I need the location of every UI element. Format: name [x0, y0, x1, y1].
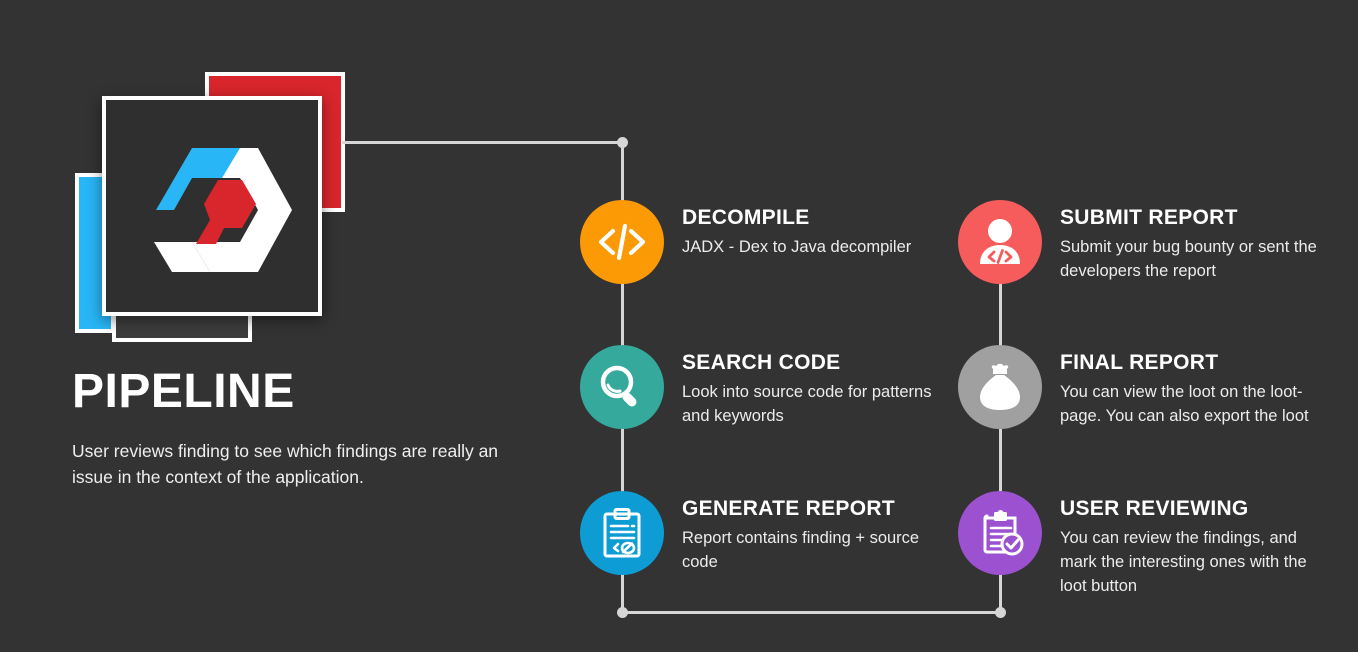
- connector-bottom-horizontal: [621, 611, 1003, 614]
- decompile-text: DECOMPILE JADX - Dex to Java decompiler: [682, 206, 942, 260]
- search-code-text: SEARCH CODE Look into source code for pa…: [682, 351, 942, 429]
- code-brackets-icon: [598, 223, 646, 261]
- connector-submit-final: [999, 276, 1002, 346]
- logo-card-main: [102, 96, 322, 316]
- connector-search-generate: [621, 422, 624, 492]
- user-reviewing-text: USER REVIEWING You can review the findin…: [1060, 497, 1322, 599]
- page-description: User reviews finding to see which findin…: [72, 441, 499, 488]
- connector-generate-bottom: [621, 570, 624, 613]
- logo-hexagon-mark: [154, 148, 292, 272]
- user-reviewing-title: USER REVIEWING: [1060, 497, 1249, 520]
- decompile-title: DECOMPILE: [682, 206, 810, 229]
- connector-dot-bottom-left: [617, 607, 628, 618]
- app-logo: [70, 60, 370, 360]
- connector-bottom-to-review: [999, 570, 1002, 613]
- generate-report-description: Report contains finding + source code: [682, 529, 920, 572]
- page-title: PIPELINE: [72, 365, 295, 418]
- submit-report-icon-circle: [958, 200, 1042, 284]
- submit-report-title: SUBMIT REPORT: [1060, 206, 1238, 229]
- connector-dot-top-left: [617, 137, 628, 148]
- connector-final-review: [999, 422, 1002, 492]
- final-report-description: You can view the loot on the loot-page. …: [1060, 383, 1309, 426]
- final-report-title: FINAL REPORT: [1060, 351, 1219, 374]
- search-code-icon-circle: [580, 345, 664, 429]
- connector-logo-horizontal: [342, 141, 624, 144]
- submit-report-description: Submit your bug bounty or sent the devel…: [1060, 238, 1317, 281]
- clipboard-code-icon: [603, 508, 641, 558]
- final-report-icon-circle: [958, 345, 1042, 429]
- generate-report-icon-circle: [580, 491, 664, 575]
- generate-report-title: GENERATE REPORT: [682, 497, 895, 520]
- decompile-description: JADX - Dex to Java decompiler: [682, 238, 912, 257]
- user-reviewing-description: You can review the findings, and mark th…: [1060, 529, 1307, 595]
- magnifier-icon: [600, 365, 637, 407]
- generate-report-text: GENERATE REPORT Report contains finding …: [682, 497, 942, 575]
- clipboard-check-icon: [983, 510, 1024, 556]
- developer-person-icon: [980, 219, 1020, 264]
- search-code-title: SEARCH CODE: [682, 351, 841, 374]
- connector-decompile-search: [621, 276, 624, 346]
- final-report-text: FINAL REPORT You can view the loot on th…: [1060, 351, 1322, 429]
- money-bag-icon: [980, 363, 1020, 410]
- submit-report-text: SUBMIT REPORT Submit your bug bounty or …: [1060, 206, 1322, 284]
- decompile-icon-circle: [580, 200, 664, 284]
- user-reviewing-icon-circle: [958, 491, 1042, 575]
- connector-to-decompile: [621, 141, 624, 206]
- search-code-description: Look into source code for patterns and k…: [682, 383, 932, 426]
